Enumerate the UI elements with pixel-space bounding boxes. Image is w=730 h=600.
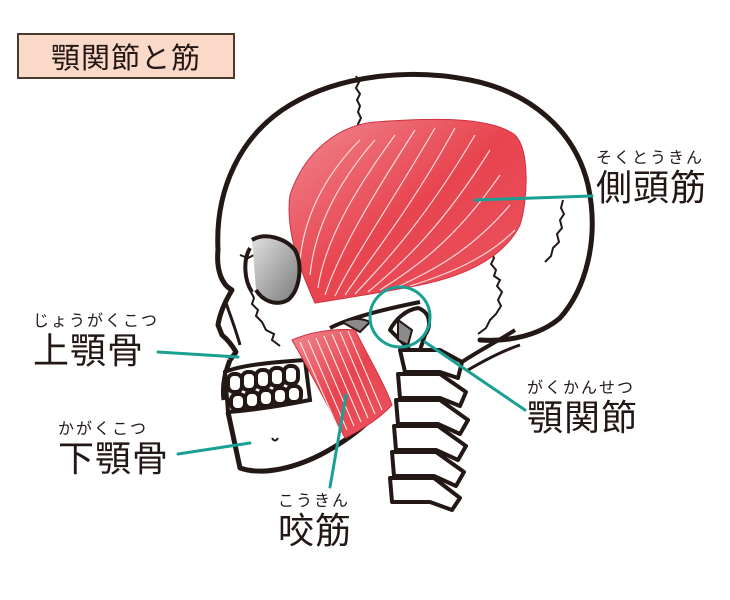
leader-maxilla [156, 350, 240, 359]
tmj-name: 顎関節 [527, 398, 639, 439]
diagram-title: 顎関節と筋 [50, 41, 201, 75]
temporalis-ruby: そくとうきん [596, 148, 705, 167]
maxilla-ruby: じょうがくこつ [33, 311, 160, 330]
temporalis-name: 側頭筋 [596, 168, 708, 209]
label-temporalis: そくとうきん 側頭筋 [596, 150, 707, 207]
teeth [222, 357, 313, 415]
maxilla [215, 288, 242, 401]
mandible [225, 411, 374, 474]
mandible-ruby: かがくこつ [58, 419, 149, 438]
label-maxilla: じょうがくこつ 上顎骨 [33, 313, 159, 370]
cervical-spine [388, 306, 521, 512]
label-tmj: がくかんせつ 顎関節 [527, 380, 638, 437]
leader-temporalis [473, 194, 594, 202]
mandible-name: 下顎骨 [58, 439, 170, 480]
masseter-name: 咬筋 [278, 511, 353, 552]
zygomatic-arch [329, 300, 421, 330]
masseter-muscle [291, 329, 393, 439]
label-mandible: かがくこつ 下顎骨 [58, 421, 169, 478]
leader-tmj [423, 340, 527, 412]
label-masseter: こうきん 咬筋 [278, 493, 352, 550]
leader-mandible [176, 441, 252, 456]
title-box: 顎関節と筋 [17, 33, 235, 79]
masseter-ruby: こうきん [278, 491, 351, 510]
eye-orbit [243, 234, 302, 305]
leader-lines [156, 194, 594, 489]
tmj-highlight-circle [368, 285, 432, 349]
leader-masseter [328, 393, 348, 489]
maxilla-name: 上顎骨 [33, 331, 145, 372]
temporalis-muscle [288, 118, 527, 304]
cranium [215, 71, 595, 343]
tmj-ruby: がくかんせつ [527, 378, 636, 397]
